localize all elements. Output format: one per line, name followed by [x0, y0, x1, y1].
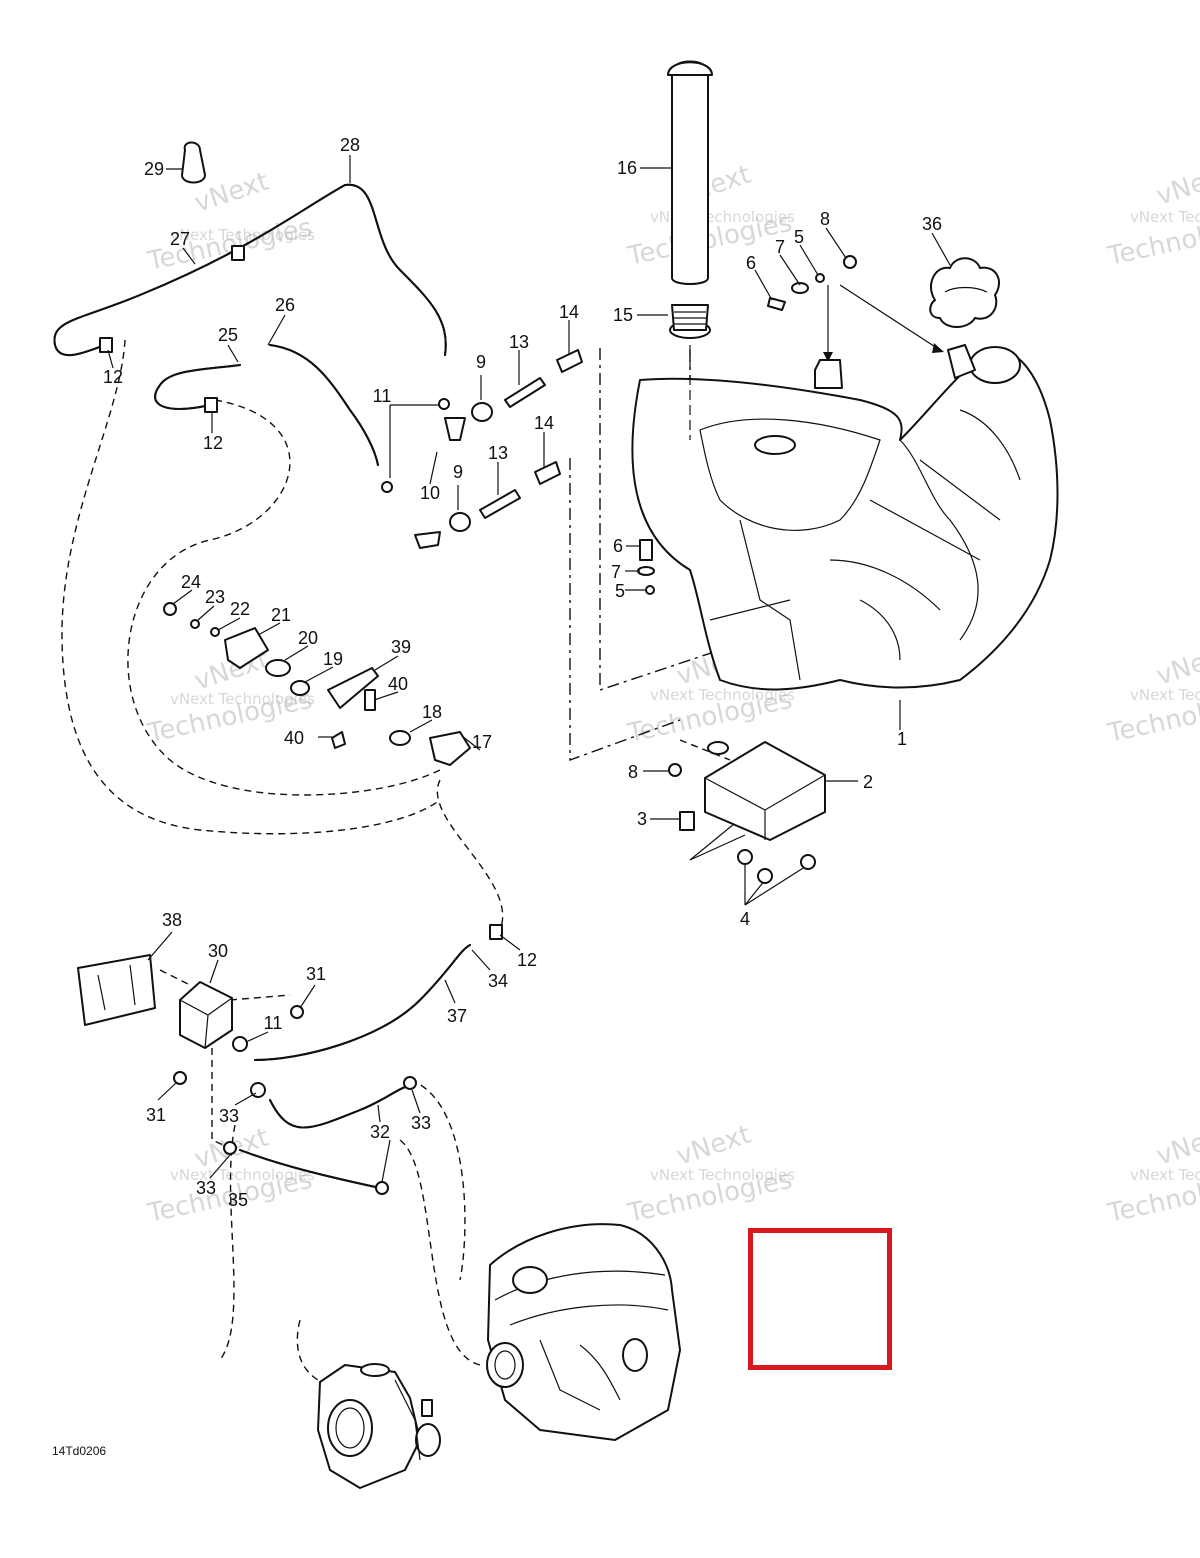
callout-31: 31: [306, 964, 326, 984]
callout-1: 1: [897, 729, 907, 749]
svg-text:vNext: vNext: [673, 1120, 755, 1172]
callout-12: 12: [103, 367, 123, 387]
watermark: vNext vNext Technologies Technologies: [144, 167, 315, 277]
callout-34: 34: [488, 971, 508, 991]
watermark: vNext vNext Technologies Technologies: [624, 1120, 795, 1229]
filler-neck: [667, 60, 713, 440]
callout-32: 32: [370, 1122, 390, 1142]
fuel-pump: [77, 954, 304, 1085]
svg-text:vNext: vNext: [1153, 640, 1200, 692]
callout-33: 33: [411, 1113, 431, 1133]
callout-leaders: [107, 155, 951, 1183]
callout-40: 40: [388, 674, 408, 694]
callout-11: 11: [264, 1013, 283, 1033]
bolts-nuts: [637, 255, 857, 884]
svg-text:vNext Technologies: vNext Technologies: [170, 226, 315, 244]
callout-14: 14: [559, 302, 579, 322]
callout-5: 5: [794, 227, 804, 247]
callout-11: 11: [373, 386, 392, 406]
carburetor: [317, 1363, 441, 1489]
callout-21: 21: [271, 605, 291, 625]
callout-13: 13: [509, 332, 529, 352]
fuel-hoses: [223, 924, 503, 1195]
callout-2: 2: [863, 772, 873, 792]
callout-7: 7: [611, 562, 621, 582]
callout-20: 20: [298, 628, 318, 648]
callout-14: 14: [534, 413, 554, 433]
fuel-valve-group: [163, 602, 471, 766]
callout-3: 3: [637, 809, 647, 829]
callout-29: 29: [144, 159, 164, 179]
tank-bracket: [704, 741, 826, 841]
fuel-tank: [631, 344, 1059, 691]
watermark: vNext vNext Technologies Technologies: [624, 160, 795, 272]
callout-9: 9: [476, 352, 486, 372]
svg-text:vNext: vNext: [1153, 160, 1200, 212]
callout-17: 17: [472, 732, 492, 752]
callout-12: 12: [203, 433, 223, 453]
callout-7: 7: [775, 237, 785, 257]
callout-15: 15: [613, 305, 633, 325]
callout-38: 38: [162, 910, 182, 930]
callout-37: 37: [447, 1006, 467, 1026]
reference-code: 14Td0206: [52, 1444, 107, 1458]
svg-text:vNext Technologies: vNext Technologies: [1130, 686, 1200, 704]
callout-16: 16: [617, 158, 637, 178]
watermark: vNext vNext Technologies Technologies: [1104, 160, 1200, 272]
callout-36: 36: [922, 214, 942, 234]
callout-26: 26: [275, 295, 295, 315]
callout-9: 9: [453, 462, 463, 482]
svg-text:vNext Technologies: vNext Technologies: [170, 690, 315, 708]
svg-text:vNext: vNext: [1153, 1120, 1200, 1172]
svg-text:vNext Technologies: vNext Technologies: [1130, 1166, 1200, 1184]
callout-25: 25: [218, 325, 238, 345]
fittings: [381, 349, 583, 549]
callouts: 1 2 3 4 5 5 6 6 7 7 8 8 9 9 10 11 11 12 …: [103, 135, 942, 1210]
callout-27: 27: [170, 229, 190, 249]
callout-8: 8: [820, 209, 830, 229]
callout-33: 33: [219, 1106, 239, 1126]
callout-35: 35: [228, 1190, 248, 1210]
callout-31: 31: [146, 1105, 166, 1125]
callout-19: 19: [323, 649, 343, 669]
highlight-box: [748, 1228, 892, 1370]
callout-4: 4: [740, 909, 750, 929]
callout-10: 10: [420, 483, 440, 503]
callout-8: 8: [628, 762, 638, 782]
callout-40: 40: [284, 728, 304, 748]
arrow-leaders: [823, 284, 944, 362]
tank-cap: [929, 257, 1000, 328]
callout-13: 13: [488, 443, 508, 463]
svg-text:vNext Technologies: vNext Technologies: [1130, 208, 1200, 226]
watermark: vNext vNext Technologies Technologies: [144, 1123, 315, 1229]
callout-18: 18: [422, 702, 442, 722]
callout-6: 6: [746, 253, 756, 273]
callout-39: 39: [391, 637, 411, 657]
callout-22: 22: [230, 599, 250, 619]
callout-28: 28: [340, 135, 360, 155]
svg-text:vNext Technologies: vNext Technologies: [650, 686, 795, 704]
vent-hoses: [53, 141, 447, 466]
callout-24: 24: [181, 572, 201, 592]
callout-12: 12: [517, 950, 537, 970]
svg-text:vNext Technologies: vNext Technologies: [170, 1166, 315, 1184]
callout-30: 30: [208, 941, 228, 961]
callout-5: 5: [615, 581, 625, 601]
watermark: vNext vNext Technologies Technologies: [1104, 1120, 1200, 1229]
callout-23: 23: [205, 587, 225, 607]
engine: [486, 1223, 681, 1441]
svg-text:vNext Technologies: vNext Technologies: [650, 1166, 795, 1184]
callout-33: 33: [196, 1178, 216, 1198]
callout-6: 6: [613, 536, 623, 556]
watermark: vNext vNext Technologies Technologies: [1104, 640, 1200, 749]
